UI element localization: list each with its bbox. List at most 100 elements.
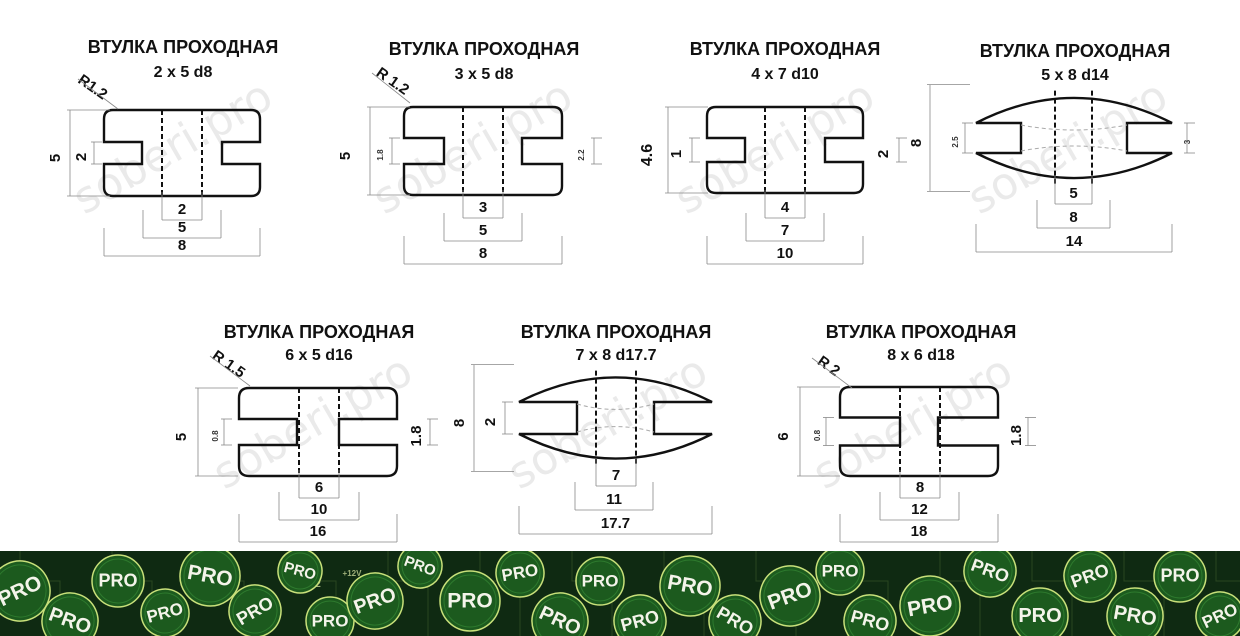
corner-radius-label: R 2 — [814, 353, 843, 380]
pro-badge: PRO — [179, 551, 241, 607]
badge-disc — [1063, 551, 1117, 603]
badge-text: PRO — [1018, 605, 1061, 627]
pro-badge: PRO — [305, 596, 355, 636]
pro-badge: PRO — [708, 594, 762, 636]
circuit-trace — [1123, 551, 1165, 636]
dimension-label: 8 — [479, 245, 487, 262]
circuit-trace — [1031, 551, 1073, 636]
pro-badge: PRO — [140, 588, 190, 636]
drawing-size-label: 3 x 5 d8 — [455, 66, 514, 83]
badge-rim — [617, 598, 663, 636]
badge-rim — [1110, 591, 1160, 636]
height-dimension-label: 5 — [173, 433, 190, 441]
dimension-label: 18 — [911, 523, 928, 540]
badge-rim — [95, 558, 141, 604]
badge-rim — [401, 551, 439, 585]
badge-rim — [281, 552, 319, 590]
badge-disc — [1195, 591, 1240, 636]
dimension-label: 2 — [178, 201, 186, 218]
slot-dimension-label: 1.8 — [408, 426, 425, 447]
drawing-title: ВТУЛКА ПРОХОДНАЯ — [389, 39, 580, 59]
badge-text: PRO — [582, 571, 619, 590]
slot-dimension-label: 2.2 — [577, 149, 586, 161]
corner-radius-label: R 1.5 — [209, 347, 248, 381]
badge-text: PRO — [1160, 566, 1199, 586]
height-dimension-label: 5 — [337, 152, 354, 160]
radius-leader-line — [371, 72, 411, 104]
badge-rim — [1199, 595, 1240, 636]
radius-leader-line — [209, 355, 251, 387]
pro-badge: PRO — [843, 594, 897, 636]
badge-disc — [91, 554, 145, 608]
slot-dimension-label: 2 — [73, 153, 90, 161]
corner-radius-label: R1.2 — [75, 71, 111, 103]
badge-rim — [499, 552, 541, 594]
badge-disc — [963, 551, 1017, 598]
pro-badge: PRO — [1106, 587, 1164, 636]
slot-dimension-label: 2 — [875, 150, 892, 158]
badge-disc — [659, 555, 721, 617]
bore-hidden-line — [576, 403, 655, 410]
pro-badge: PRO — [0, 560, 51, 622]
dimension-label: 7 — [781, 222, 789, 239]
pro-badge: PRO — [439, 570, 501, 632]
badge-disc — [575, 556, 625, 606]
badge-rim — [45, 596, 95, 636]
dimension-label: 11 — [606, 491, 622, 508]
badge-disc — [613, 594, 667, 636]
height-dimension-label: 6 — [775, 432, 792, 440]
circuit-trace — [939, 551, 981, 636]
badge-rim — [579, 560, 621, 602]
pro-badge: PRO — [531, 592, 589, 636]
badge-text: PRO — [447, 590, 493, 613]
drawing-title: ВТУЛКА ПРОХОДНАЯ — [88, 37, 279, 57]
badge-rim — [232, 588, 278, 634]
bushing-profile — [237, 386, 399, 478]
pro-badge: PRO — [397, 551, 443, 589]
drawing-size-label: 5 x 8 d14 — [1041, 67, 1109, 84]
dimension-label: 8 — [1069, 209, 1077, 226]
dimension-label: 7 — [612, 467, 620, 484]
badge-disc — [179, 551, 241, 607]
pro-badge: PRO — [346, 572, 404, 630]
slot-dimension-label: 0.8 — [813, 429, 822, 441]
dimension-label: 5 — [178, 219, 186, 236]
bushing-profile — [102, 108, 262, 198]
badge-rim — [763, 569, 817, 623]
drawing-title: ВТУЛКА ПРОХОДНАЯ — [690, 39, 881, 59]
badge-disc — [1106, 587, 1164, 636]
dimension-label: 12 — [911, 501, 928, 518]
slot-dimension-label: 2 — [482, 418, 499, 426]
pro-badge: PRO — [1153, 551, 1207, 603]
badge-disc — [495, 551, 545, 598]
dimension-label: 10 — [777, 245, 794, 262]
slot-dimension-label: 1.8 — [376, 149, 385, 161]
slot-dimension-label: 3 — [1183, 139, 1192, 144]
badge-disc — [305, 596, 355, 636]
badge-text: PRO — [312, 611, 349, 630]
dimension-label: 5 — [1069, 185, 1077, 202]
pro-badge: PRO — [41, 592, 99, 636]
dimension-label: 4 — [781, 199, 790, 216]
bore-hidden-line — [576, 426, 655, 433]
pro-badge: PRO — [899, 575, 961, 636]
circuit-label: +12V — [343, 569, 363, 578]
badge-rim — [819, 551, 861, 592]
dimension-label: 3 — [479, 199, 487, 216]
radius-leader-line — [77, 78, 119, 110]
drawing-size-label: 7 x 8 d17.7 — [576, 347, 657, 364]
pro-badge: PRO — [659, 555, 721, 617]
dimension-label: 14 — [1066, 233, 1083, 250]
pro-badge: PRO — [277, 551, 323, 594]
drawing-title: ВТУЛКА ПРОХОДНАЯ — [224, 322, 415, 342]
slot-dimension-label: 1.8 — [1008, 425, 1025, 446]
circuit-trace — [1215, 551, 1240, 582]
badge-disc — [41, 592, 99, 636]
drawing-size-label: 2 x 5 d8 — [154, 64, 213, 81]
badge-disc — [708, 594, 762, 636]
